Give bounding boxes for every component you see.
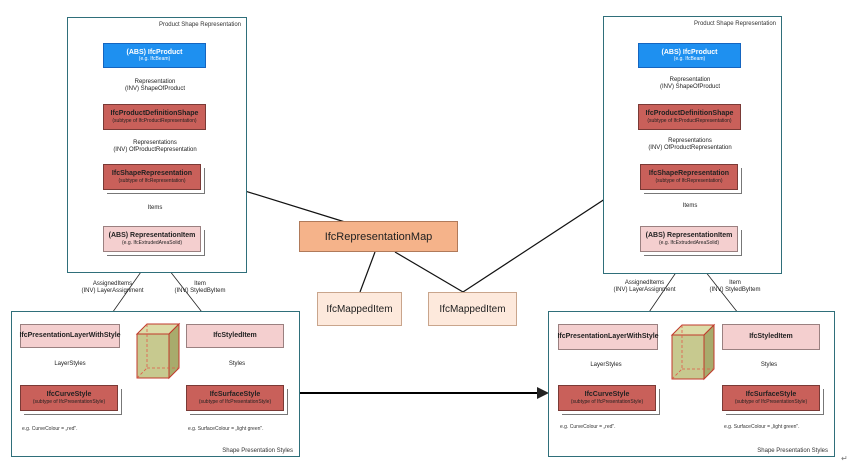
right-ifcproduct-sub: (e.g. IfcBeam) [673, 56, 706, 63]
left-rel-representations-line2: (INV) OfProductRepresentation [113, 147, 197, 154]
right-rel-item-line1: Item [729, 280, 741, 286]
left-ifcproduct-sub: (e.g. IfcBeam) [138, 56, 171, 63]
left-productdefinitionshape-sub: (subtype of IfcProductRepresentation) [112, 117, 197, 124]
left-rel-representation: Representation (INV) ShapeOfProduct [105, 79, 205, 93]
right-curvestyle-sub: (subtype of IfcPresentationStyle) [570, 398, 644, 405]
right-ifcproduct-box: (ABS) IfcProduct (e.g. IfcBeam) [638, 43, 741, 68]
left-rel-item: Item (INV) StyledByItem [165, 281, 235, 295]
right-layerwithstyle-title: IfcPresentationLayerWithStyle [557, 333, 659, 341]
right-productdefinitionshape-sub: (subtype of IfcProductRepresentation) [647, 117, 732, 124]
right-rel-item-line2: (INV) StyledByItem [709, 287, 761, 294]
left-layerstyles-label: LayerStyles [54, 361, 86, 367]
left-shaperepresentation-box: IfcShapeRepresentation (subtype of IfcRe… [103, 164, 201, 190]
left-representationitem-sub: (e.g. IfcExtrudedAreaSolid) [121, 239, 183, 246]
left-curvestyle-title: IfcCurveStyle [46, 391, 92, 399]
left-ifcproduct-box: (ABS) IfcProduct (e.g. IfcBeam) [103, 43, 206, 68]
mapped-item-2-box: IfcMappedItem [428, 292, 517, 326]
left-surfacestyle-title: IfcSurfaceStyle [209, 391, 261, 399]
right-items-label: Items [682, 203, 698, 209]
left-rel-item-line1: Item [194, 281, 206, 287]
right-productdefinitionshape-box: IfcProductDefinitionShape (subtype of If… [638, 104, 741, 130]
right-curvestyle-title: IfcCurveStyle [584, 391, 630, 399]
left-productdefinitionshape-box: IfcProductDefinitionShape (subtype of If… [103, 104, 206, 130]
left-rel-representation-line1: Representation [134, 79, 176, 85]
left-beam-cube-icon [135, 322, 181, 380]
right-curve-example: e.g. CurveColour = „red". [560, 424, 616, 430]
left-rel-representation-line2: (INV) ShapeOfProduct [124, 86, 186, 93]
right-rel-representation-line2: (INV) ShapeOfProduct [659, 84, 721, 91]
right-layerwithstyle-box: IfcPresentationLayerWithStyle [557, 324, 659, 350]
left-curve-example: e.g. CurveColour = „red". [22, 426, 78, 432]
right-rel-assigneditems: AssignedItems (INV) LayerAssignment [607, 280, 682, 294]
left-representationitem-title: (ABS) RepresentationItem [108, 232, 196, 240]
right-ifcproduct-title: (ABS) IfcProduct [661, 48, 718, 56]
representation-map-box: IfcRepresentationMap [299, 221, 458, 252]
mapped-item-1-box: IfcMappedItem [317, 292, 402, 326]
right-presentation-styles-panel-title: Shape Presentation Styles [757, 448, 828, 454]
right-surfacestyle-box: IfcSurfaceStyle (subtype of IfcPresentat… [722, 385, 820, 411]
paragraph-return-mark: ↵ [841, 454, 848, 463]
right-shaperepresentation-title: IfcShapeRepresentation [648, 170, 730, 178]
left-curvestyle-sub: (subtype of IfcPresentationStyle) [32, 398, 106, 405]
left-surface-example: e.g. SurfaceColour = „light green". [188, 426, 264, 432]
left-rel-representations: Representations (INV) OfProductRepresent… [95, 140, 215, 154]
left-layerwithstyle-title: IfcPresentationLayerWithStyle [19, 332, 121, 340]
left-rel-assigneditems-line2: (INV) LayerAssignment [81, 288, 144, 295]
right-representationitem-sub: (e.g. IfcExtrudedAreaSolid) [658, 239, 720, 246]
right-rel-representations-line1: Representations [668, 138, 712, 144]
left-representationitem-box: (ABS) RepresentationItem (e.g. IfcExtrud… [103, 226, 201, 252]
left-layerwithstyle-box: IfcPresentationLayerWithStyle [19, 324, 121, 348]
right-rel-representations-line2: (INV) OfProductRepresentation [648, 145, 732, 152]
right-representationitem-box: (ABS) RepresentationItem (e.g. IfcExtrud… [640, 226, 738, 252]
right-representationitem-title: (ABS) RepresentationItem [645, 232, 733, 240]
left-rel-assigneditems: AssignedItems (INV) LayerAssignment [75, 281, 150, 295]
left-curvestyle-box: IfcCurveStyle (subtype of IfcPresentatio… [20, 385, 118, 411]
right-surfacestyle-sub: (subtype of IfcPresentationStyle) [734, 398, 808, 405]
left-styleditem-box: IfcStyledItem [186, 324, 284, 348]
right-rel-item: Item (INV) StyledByItem [700, 280, 770, 294]
right-beam-cube-icon [670, 323, 716, 381]
left-productdefinitionshape-title: IfcProductDefinitionShape [110, 110, 199, 118]
left-shaperepresentation-title: IfcShapeRepresentation [111, 170, 193, 178]
right-rel-assigneditems-line1: AssignedItems [624, 280, 665, 286]
right-curvestyle-box: IfcCurveStyle (subtype of IfcPresentatio… [558, 385, 656, 411]
right-rel-representations: Representations (INV) OfProductRepresent… [630, 138, 750, 152]
left-shaperepresentation-sub: (subtype of IfcRepresentation) [118, 177, 186, 184]
left-rel-item-line2: (INV) StyledByItem [174, 288, 226, 295]
right-styleditem-title: IfcStyledItem [749, 333, 793, 341]
right-surfacestyle-title: IfcSurfaceStyle [745, 391, 797, 399]
left-styleditem-title: IfcStyledItem [213, 332, 257, 340]
left-surfacestyle-box: IfcSurfaceStyle (subtype of IfcPresentat… [186, 385, 284, 411]
right-rel-assigneditems-line2: (INV) LayerAssignment [613, 287, 676, 294]
right-shaperepresentation-box: IfcShapeRepresentation (subtype of IfcRe… [640, 164, 738, 190]
left-presentation-styles-panel-title: Shape Presentation Styles [222, 448, 293, 454]
right-rel-representation-line1: Representation [669, 77, 711, 83]
right-rel-representation: Representation (INV) ShapeOfProduct [640, 77, 740, 91]
right-layerstyles-label: LayerStyles [590, 362, 622, 368]
left-items-label: Items [147, 205, 163, 211]
right-shaperepresentation-sub: (subtype of IfcRepresentation) [655, 177, 723, 184]
left-surfacestyle-sub: (subtype of IfcPresentationStyle) [198, 398, 272, 405]
left-styles-label: Styles [228, 361, 246, 367]
left-rel-assigneditems-line1: AssignedItems [92, 281, 133, 287]
left-product-shape-panel-title: Product Shape Representation [158, 22, 241, 28]
right-surface-example: e.g. SurfaceColour = „light green". [724, 424, 800, 430]
left-rel-representations-line1: Representations [133, 140, 177, 146]
right-styleditem-box: IfcStyledItem [722, 324, 820, 350]
right-styles-label: Styles [760, 362, 778, 368]
left-ifcproduct-title: (ABS) IfcProduct [126, 48, 183, 56]
right-product-shape-panel-title: Product Shape Representation [693, 21, 776, 27]
right-productdefinitionshape-title: IfcProductDefinitionShape [645, 110, 734, 118]
